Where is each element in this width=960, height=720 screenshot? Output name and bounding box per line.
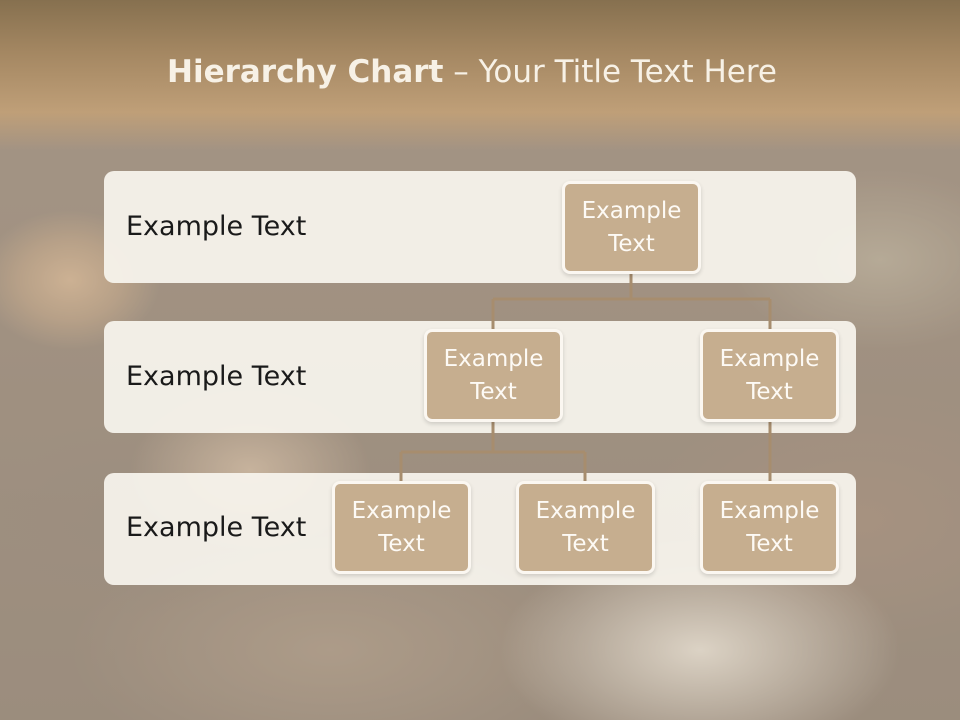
node-level2-left[interactable]: Example Text xyxy=(424,329,563,422)
node-level3-a-label: Example Text xyxy=(351,497,452,557)
title-bar xyxy=(0,0,960,150)
title-rest: Your Title Text Here xyxy=(478,54,777,90)
node-level3-c-label: Example Text xyxy=(719,497,820,557)
row-label-3: Example Text xyxy=(126,512,307,543)
node-level2-left-label: Example Text xyxy=(443,345,544,405)
node-level3-c[interactable]: Example Text xyxy=(700,481,839,574)
title-bold-part: Hierarchy Chart xyxy=(167,54,444,90)
node-level3-a[interactable]: Example Text xyxy=(332,481,471,574)
row-label-1: Example Text xyxy=(126,211,307,242)
node-level3-b-label: Example Text xyxy=(535,497,636,557)
row-label-2: Example Text xyxy=(126,361,307,392)
title-separator: – xyxy=(443,54,479,90)
row-band-1 xyxy=(104,171,856,283)
node-level2-right[interactable]: Example Text xyxy=(700,329,839,422)
node-level2-right-label: Example Text xyxy=(719,345,820,405)
node-root-label: Example Text xyxy=(581,197,682,257)
slide-title: Hierarchy Chart – Your Title Text Here xyxy=(0,54,944,90)
node-level3-b[interactable]: Example Text xyxy=(516,481,655,574)
node-root[interactable]: Example Text xyxy=(562,181,701,274)
